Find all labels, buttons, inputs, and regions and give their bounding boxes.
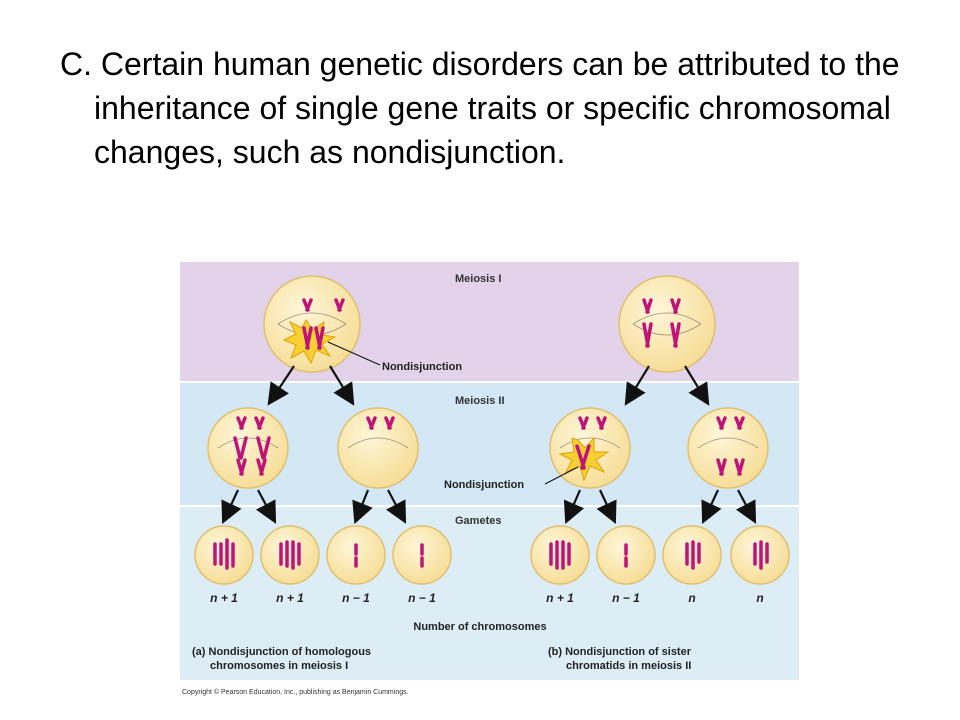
nondisjunction-figure: Meiosis I Meiosis II Gametes Nondisjunct… bbox=[180, 262, 799, 700]
copyright-line: Copyright © Pearson Education, Inc., pub… bbox=[182, 688, 409, 696]
axis-caption: Number of chromosomes bbox=[413, 621, 546, 633]
panel-b-caption-line1: (b) Nondisjunction of sister bbox=[548, 646, 692, 658]
gamete-5 bbox=[530, 525, 590, 585]
gamete-7 bbox=[662, 525, 722, 585]
gamete-2 bbox=[260, 525, 320, 585]
meiosis-2-label: Meiosis II bbox=[455, 395, 505, 407]
gamete-count-6: n − 1 bbox=[612, 591, 640, 605]
gamete-1 bbox=[194, 525, 254, 585]
gamete-6 bbox=[596, 525, 656, 585]
meiosis-2-cell-2 bbox=[337, 407, 419, 489]
gamete-count-5: n + 1 bbox=[546, 591, 574, 605]
nondisjunction-callout-a: Nondisjunction bbox=[382, 361, 462, 373]
parent-cell-a bbox=[263, 275, 361, 373]
gamete-8 bbox=[730, 525, 790, 585]
gamete-4 bbox=[392, 525, 452, 585]
meiosis-2-cell-4 bbox=[687, 407, 769, 489]
panel-b-caption-line2: chromatids in meiosis II bbox=[566, 660, 691, 672]
gametes-label: Gametes bbox=[455, 515, 501, 527]
gamete-count-4: n − 1 bbox=[408, 591, 436, 605]
gamete-3 bbox=[326, 525, 386, 585]
gamete-count-3: n − 1 bbox=[342, 591, 370, 605]
nondisjunction-callout-b: Nondisjunction bbox=[444, 479, 524, 491]
gamete-count-1: n + 1 bbox=[210, 591, 238, 605]
meiosis-1-label: Meiosis I bbox=[455, 273, 501, 285]
meiosis-2-cell-3 bbox=[549, 407, 631, 489]
meiosis-2-cell-1 bbox=[207, 407, 289, 489]
parent-cell-b bbox=[618, 275, 716, 373]
gamete-count-7: n bbox=[688, 591, 695, 605]
panel-a-caption-line2: chromosomes in meiosis I bbox=[210, 660, 348, 672]
slide-heading: C. Certain human genetic disorders can b… bbox=[60, 46, 900, 170]
gamete-count-8: n bbox=[756, 591, 763, 605]
gamete-count-2: n + 1 bbox=[276, 591, 304, 605]
panel-a-caption-line1: (a) Nondisjunction of homologous bbox=[192, 646, 371, 658]
